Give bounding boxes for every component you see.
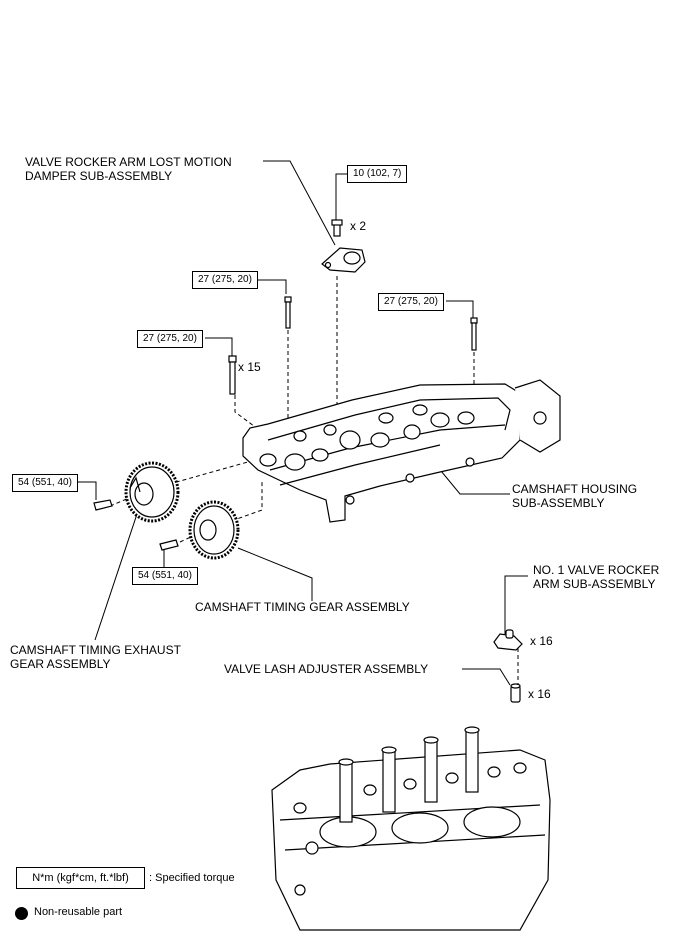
leader-timing-gear: [237, 547, 313, 601]
label-exhaust-line2: GEAR ASSEMBLY: [10, 657, 111, 671]
leader-exhaust-bolt: [76, 481, 97, 500]
qty-damper-bolts: x 2: [350, 219, 367, 233]
label-lash-adjuster: VALVE LASH ADJUSTER ASSEMBLY: [224, 662, 429, 676]
qty-housing-bolts: x 15: [238, 360, 261, 374]
leader-damper: [263, 160, 336, 246]
qty-rocker-arms: x 16: [530, 634, 553, 648]
torque-timing-gear-bolt: 54 (551, 40): [132, 567, 198, 585]
leader-right-bolt: [446, 300, 474, 318]
legend-torque-desc: : Specified torque: [149, 872, 235, 884]
leader-exhaust-gear: [94, 504, 141, 641]
qty-lash-adjusters: x 16: [528, 687, 551, 701]
timing-gear-drawing: [188, 500, 240, 560]
torque-housing-bolts: 27 (275, 20): [137, 330, 203, 348]
torque-damper-bolt: 10 (102, 7): [347, 165, 408, 183]
torque-exhaust-gear-bolt: 54 (551, 40): [12, 474, 78, 492]
exhaust-gear-drawing: [124, 461, 180, 523]
dash-housing-bolt: [234, 395, 263, 433]
label-rocker-line2: ARM SUB-ASSEMBLY: [533, 577, 656, 591]
leader-rocker: [504, 575, 528, 634]
camshaft-housing-drawing: [242, 379, 561, 523]
cylinder-head-drawing: [271, 726, 551, 931]
leader-damper-torque: [335, 173, 348, 220]
legend-nonreusable: Non-reusable part: [34, 906, 123, 918]
legend-torque-unit: N*m (kgf*cm, ft.*lbf): [16, 867, 145, 889]
label-housing-line1: CAMSHAFT HOUSING: [512, 482, 638, 496]
leader-housing-bolts: [205, 337, 233, 356]
bolts-drawing: [93, 296, 478, 551]
label-exhaust-line1: CAMSHAFT TIMING EXHAUST: [10, 643, 181, 657]
label-damper-line1: VALVE ROCKER ARM LOST MOTION: [25, 155, 232, 169]
torque-left-bolt: 27 (275, 20): [192, 271, 258, 289]
torque-right-bolt: 27 (275, 20): [378, 293, 444, 311]
damper-drawing: [321, 219, 366, 273]
label-damper-line2: DAMPER SUB-ASSEMBLY: [25, 169, 173, 183]
label-housing-line2: SUB-ASSEMBLY: [512, 496, 605, 510]
label-rocker-line1: NO. 1 VALVE ROCKER: [533, 563, 660, 577]
label-timing-gear: CAMSHAFT TIMING GEAR ASSEMBLY: [195, 600, 410, 614]
leader-left-bolt: [258, 279, 287, 294]
leader-lash: [462, 668, 511, 686]
nonreusable-dot-icon: [15, 907, 28, 920]
rocker-lash-drawing: [493, 629, 523, 703]
dash-exhaust: [109, 457, 263, 507]
